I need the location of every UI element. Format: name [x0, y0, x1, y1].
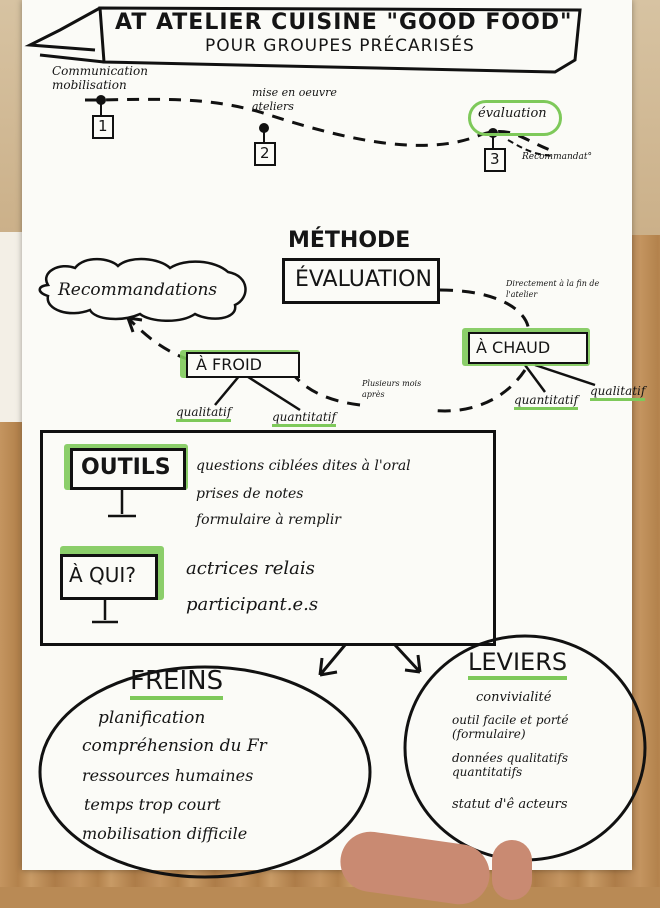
- froid-child-2: quantitatif: [272, 410, 337, 427]
- freins-item-2: compréhension du Fr: [82, 736, 267, 756]
- timeline-step3-number: 3: [490, 150, 500, 168]
- tools-frame: [40, 430, 496, 646]
- aqui-item-1: actrices relais: [186, 558, 315, 579]
- flipchart-paper: [22, 0, 632, 870]
- outils-item-2: prises de notes: [196, 486, 304, 502]
- timeline-step3-label: évaluation: [478, 106, 547, 121]
- recommendations-arrowhead: [126, 316, 143, 333]
- aqui-item-2: participant.e.s: [186, 594, 319, 615]
- leviers-item-4: statut d'ê acteurs: [452, 797, 568, 812]
- side-paper-sheet: [0, 232, 26, 422]
- freins-title: FREINS: [130, 666, 224, 700]
- froid-child-1: qualitatif: [176, 405, 232, 422]
- freins-item-5: mobilisation difficile: [82, 824, 248, 843]
- sign-posts: [92, 490, 136, 624]
- a-froid-box: À FROID: [186, 352, 300, 378]
- timeline-step1-label: Communication mobilisation: [52, 64, 148, 92]
- aqui-label: À QUI?: [69, 563, 136, 587]
- freins-item-3: ressources humaines: [82, 766, 254, 785]
- leviers-item-3: données qualitatifs quantitatifs: [452, 751, 569, 779]
- freins-item-4: temps trop court: [84, 795, 221, 814]
- timeline-recommandation-label: Recommandat°: [522, 152, 593, 162]
- methode-heading: MÉTHODE: [288, 228, 411, 253]
- leviers-item-1: convivialité: [476, 690, 552, 705]
- leviers-title: LEVIERS: [468, 648, 568, 680]
- outils-box: OUTILS: [70, 448, 186, 490]
- directement-note: Directement à la fin de l'atelier: [506, 279, 600, 299]
- chaud-child-1: quantitatif: [514, 393, 579, 410]
- leviers-list: convivialité outil facile et porté (form…: [452, 690, 642, 812]
- aqui-box: À QUI?: [60, 554, 158, 600]
- leviers-item-2: outil facile et porté (formulaire): [452, 713, 569, 741]
- evaluation-box: ÉVALUATION: [282, 258, 440, 304]
- timeline-step3-box: 3: [484, 148, 506, 172]
- hierarchy-lines: [214, 363, 596, 412]
- timeline-step3-bubble: [468, 100, 562, 136]
- recommendations-label: Recommandations: [58, 280, 218, 300]
- banner-ribbon: [24, 6, 582, 74]
- freins-oval: [38, 665, 372, 879]
- ink-drawings: [24, 6, 647, 879]
- outils-item-1: questions ciblées dites à l'oral: [196, 458, 411, 474]
- freins-list: planification compréhension du Fr ressou…: [70, 708, 267, 843]
- timeline-step2-box: 2: [254, 142, 276, 166]
- banner-title-line2: POUR GROUPES PRÉCARISÉS: [205, 36, 475, 56]
- timeline-path: [84, 97, 551, 152]
- timeline-step2-label: mise en oeuvre ateliers: [252, 86, 337, 113]
- plusieurs-note: Plusieurs mois après: [362, 379, 422, 399]
- a-chaud-label: À CHAUD: [476, 338, 551, 357]
- down-arrows: [318, 643, 422, 677]
- recommendations-cloud: [38, 257, 247, 322]
- hand-right: [492, 840, 532, 900]
- timeline-step1-box: 1: [92, 115, 114, 139]
- evaluation-label: ÉVALUATION: [295, 267, 432, 292]
- freins-item-1: planification: [98, 708, 206, 728]
- outils-label: OUTILS: [81, 455, 171, 480]
- a-chaud-box: À CHAUD: [468, 332, 588, 364]
- outils-item-3: formulaire à remplir: [196, 512, 341, 528]
- recommandation-arrow: [507, 139, 556, 157]
- timeline-step2-number: 2: [260, 144, 270, 162]
- a-froid-label: À FROID: [196, 355, 262, 374]
- timeline-step1-number: 1: [98, 117, 108, 135]
- banner-title-line1: AT ATELIER CUISINE "GOOD FOOD": [115, 10, 573, 35]
- chaud-child-2: qualitatif: [590, 384, 646, 401]
